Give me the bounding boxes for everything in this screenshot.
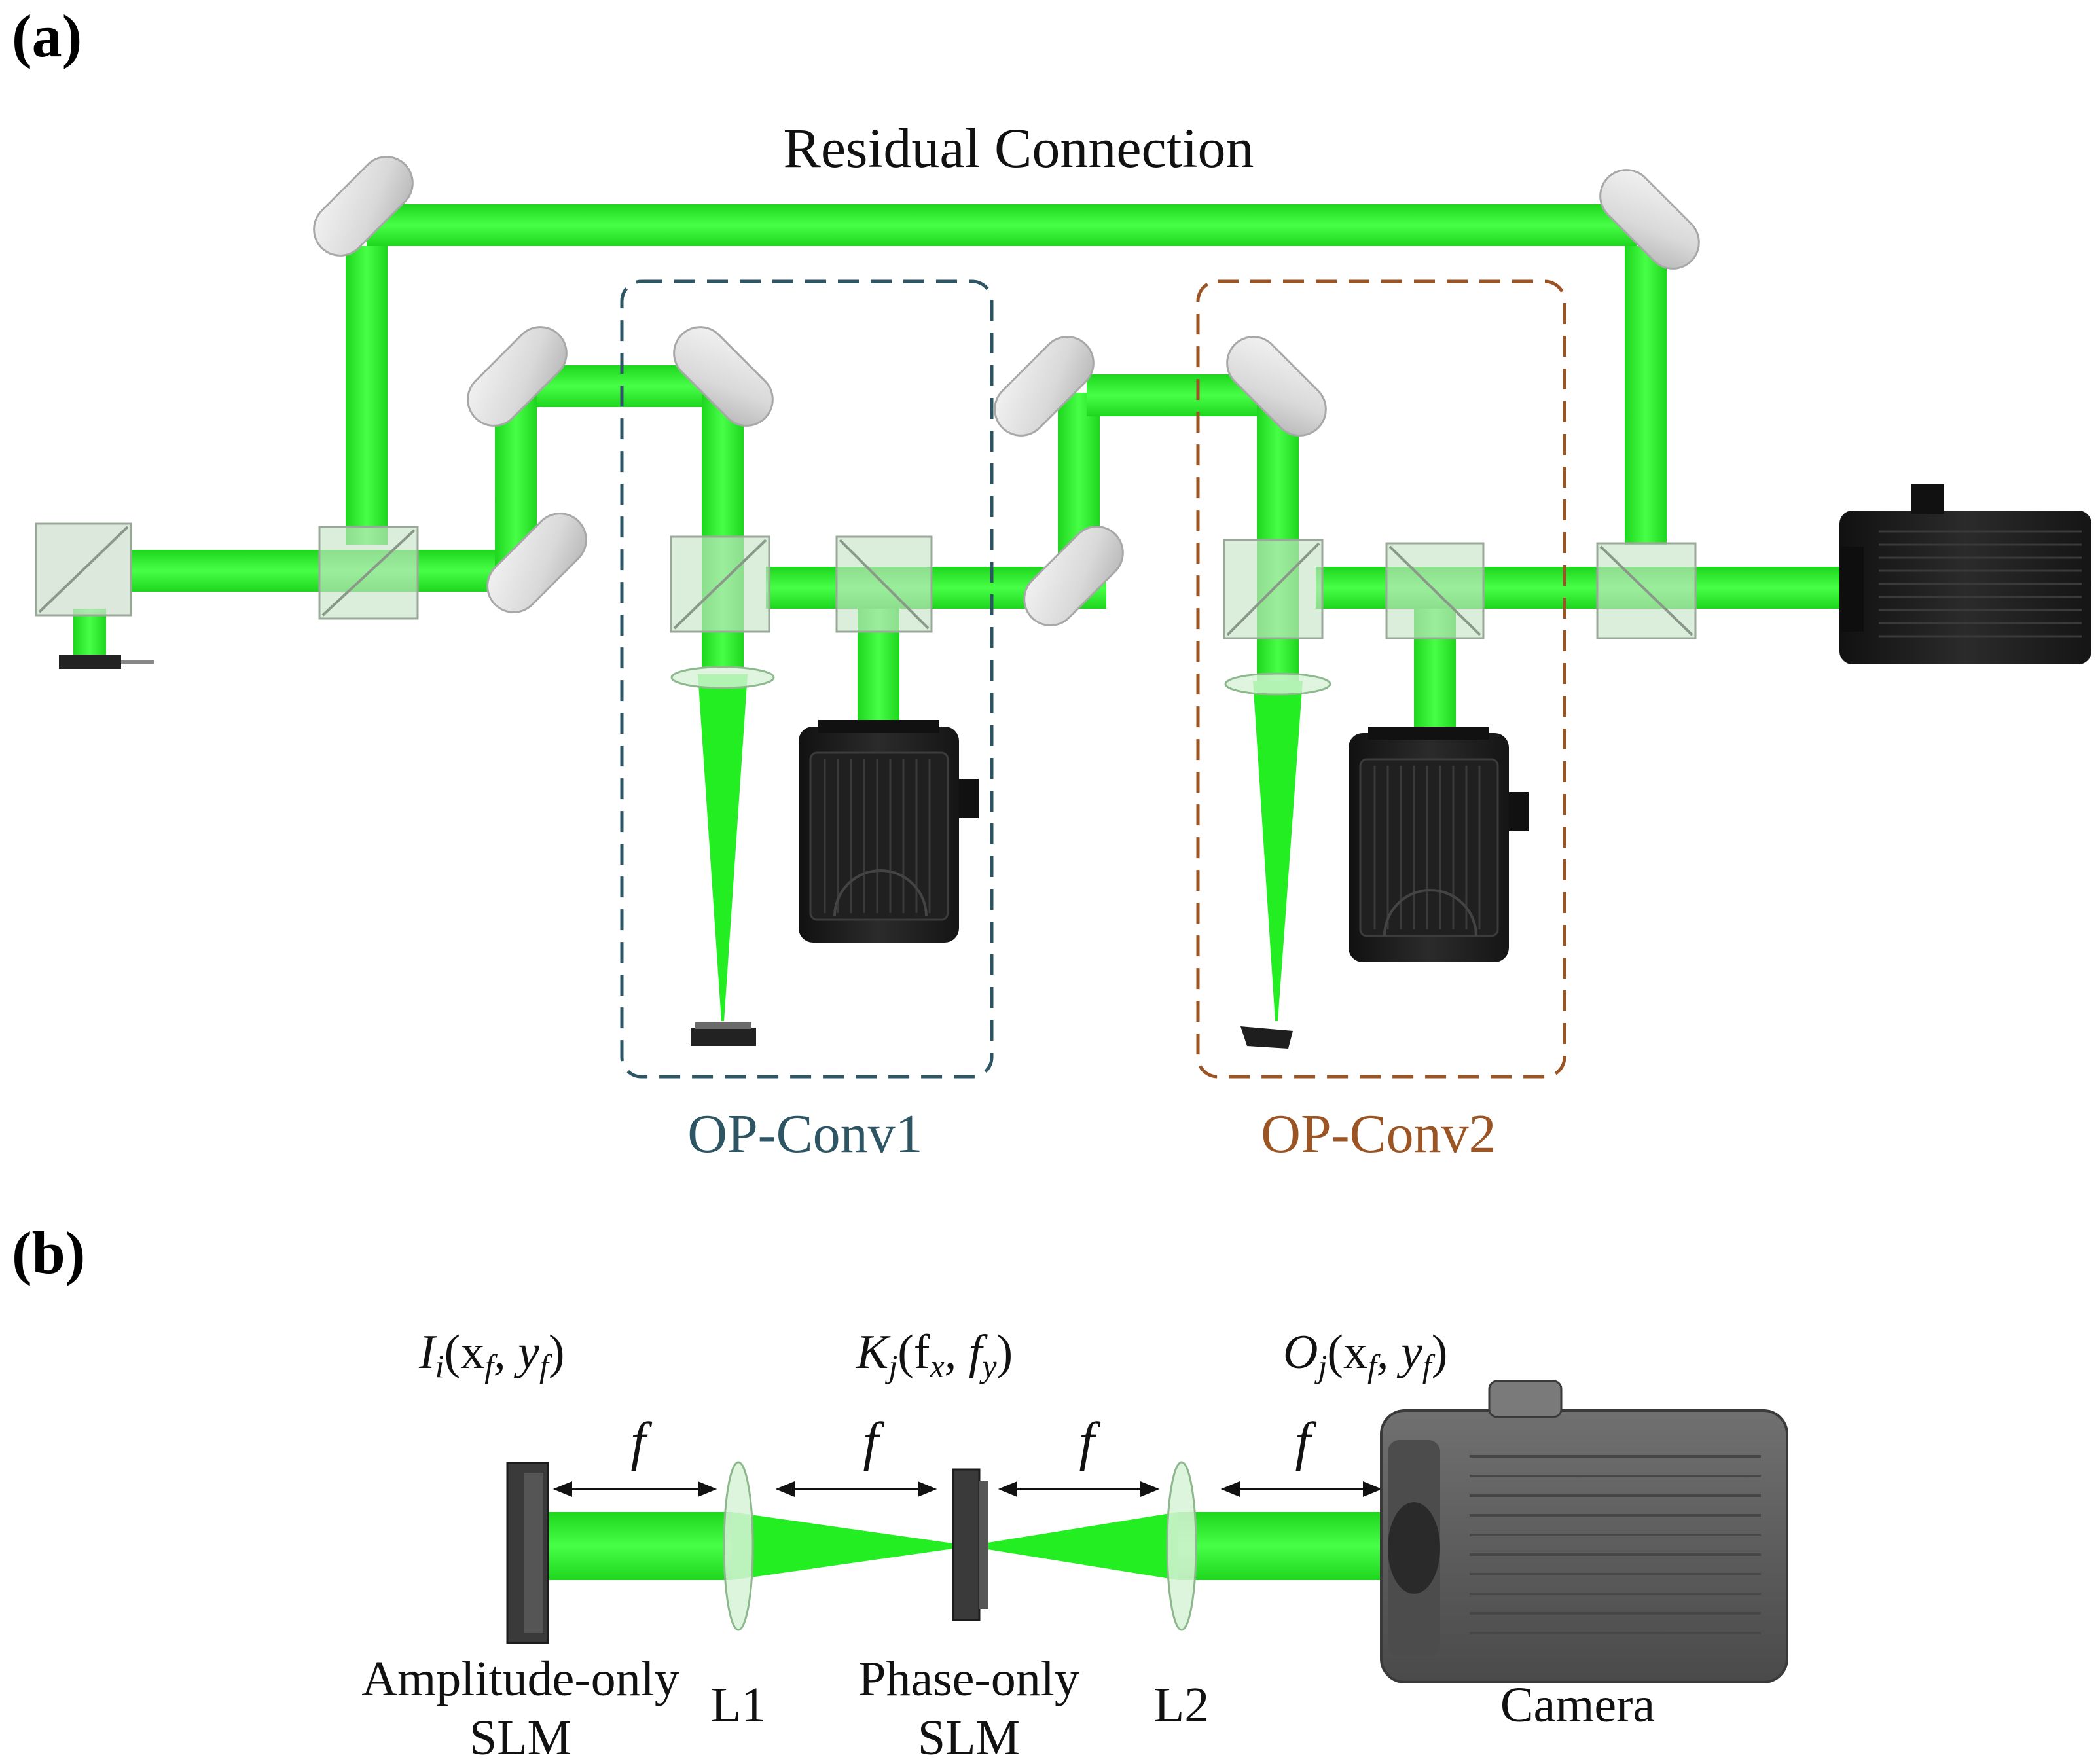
input-sub: i — [435, 1348, 444, 1384]
lens-icon — [1166, 1461, 1197, 1631]
focal-label-3: f — [1079, 1411, 1101, 1472]
camera-icon — [799, 720, 979, 943]
camera-icon — [1380, 1380, 1788, 1683]
camera-icon — [1349, 727, 1529, 962]
lens-icon — [723, 1461, 754, 1631]
mirror-icon — [1599, 169, 1700, 270]
slm-icon — [952, 1468, 988, 1621]
beam-splitter-icon — [1596, 542, 1697, 639]
input-args-3: , y — [494, 1325, 539, 1379]
beam-splitter-icon — [318, 526, 419, 620]
beam-conv2-focus — [1253, 681, 1303, 1021]
slm-icon — [1240, 1026, 1293, 1049]
focal-label-1: f — [630, 1411, 653, 1472]
mirror-icon — [313, 156, 414, 257]
beam-splitters-a — [35, 522, 1697, 639]
kernel-args-3: , f — [945, 1325, 988, 1379]
beam-splitter-icon — [1223, 539, 1324, 639]
input-field-label: Ii(xf, yf) — [418, 1325, 565, 1384]
panel-a-label: (a) — [12, 3, 82, 69]
beam-splitter-icon — [1385, 542, 1485, 639]
op-conv1-label: OP-Conv1 — [687, 1104, 922, 1164]
slms-a — [59, 655, 1293, 1049]
residual-left-beam — [346, 246, 388, 545]
amplitude-slm-label-line2: SLM — [469, 1710, 571, 1764]
beam-splitter-icon — [670, 535, 770, 633]
amplitude-slm-label-line1: Amplitude-only — [361, 1651, 679, 1706]
svg-text:Kj(fx, fy): Kj(fx, fy) — [856, 1325, 1013, 1384]
kernel-args-5: ) — [997, 1325, 1013, 1379]
mirror-icon — [467, 326, 568, 427]
source-beam — [73, 609, 106, 661]
lenses-a — [670, 666, 1331, 696]
phase-slm-label-line1: Phase-only — [858, 1651, 1079, 1706]
output-args-5: ) — [1432, 1325, 1448, 1379]
lens-icon — [670, 666, 775, 689]
mirror-icon — [994, 336, 1095, 437]
focal-label-4: f — [1295, 1411, 1317, 1472]
mirror-icon — [486, 513, 587, 613]
phase-slm-label-line2: SLM — [918, 1710, 1020, 1764]
svg-text:Ii(xf, yf): Ii(xf, yf) — [418, 1325, 565, 1384]
beam-splitter-icon — [835, 535, 933, 633]
beam-4f-input — [535, 1512, 732, 1580]
lens-icon — [1224, 672, 1331, 696]
op-conv1-box — [620, 279, 994, 1079]
mirrors-a — [313, 156, 1700, 626]
camera-icon — [1839, 484, 2091, 664]
camera-label: Camera — [1500, 1678, 1655, 1733]
slm-icon — [506, 1462, 549, 1644]
output-main: O — [1283, 1325, 1318, 1379]
residual-connection-label: Residual Connection — [784, 117, 1254, 179]
kernel-args-2: x — [930, 1348, 945, 1384]
kernel-args-4: y — [979, 1348, 997, 1384]
lens-l2-label: L2 — [1154, 1678, 1209, 1733]
input-main: I — [418, 1325, 437, 1379]
slm-icon — [59, 655, 154, 669]
beam-4f-diverge — [975, 1512, 1178, 1580]
beam-conv1-focus — [698, 674, 748, 1021]
residual-right-beam — [1625, 246, 1667, 545]
focal-label-2: f — [863, 1411, 885, 1472]
beam-4f-output — [1178, 1512, 1407, 1580]
panel-b-label: (b) — [12, 1219, 85, 1286]
mirror-icon — [1023, 526, 1124, 626]
mirror-icon — [1226, 336, 1327, 437]
op-conv2-box — [1196, 279, 1566, 1079]
input-args: (x — [444, 1325, 485, 1379]
beam-splitter-icon — [35, 522, 132, 617]
kernel-main: K — [856, 1325, 891, 1379]
kernel-field-label: Kj(fx, fy) — [856, 1325, 1013, 1384]
svg-text:Oj(xf, yf): Oj(xf, yf) — [1283, 1325, 1447, 1384]
lens-l1-label: L1 — [711, 1678, 766, 1733]
residual-beam — [367, 204, 1637, 246]
output-args-3: , y — [1377, 1325, 1422, 1379]
output-args: (x — [1327, 1325, 1367, 1379]
kernel-args: (f — [897, 1325, 930, 1379]
mirror-icon — [673, 326, 774, 427]
output-field-label: Oj(xf, yf) — [1283, 1325, 1447, 1384]
beam-4f-converge — [732, 1512, 962, 1580]
beam-4f — [535, 1512, 1407, 1580]
op-conv2-label: OP-Conv2 — [1261, 1104, 1496, 1164]
slm-icon — [691, 1022, 756, 1046]
input-args-5: ) — [549, 1325, 565, 1379]
